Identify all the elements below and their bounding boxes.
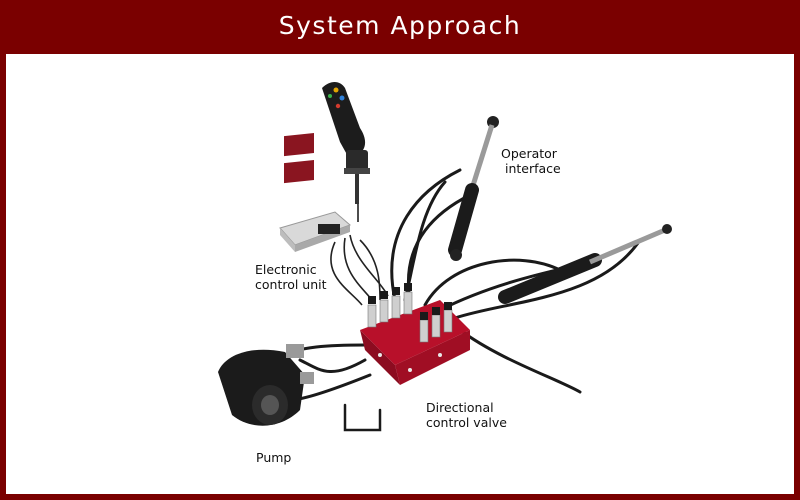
diagram-panel (6, 54, 794, 494)
joystick (322, 82, 370, 204)
label-operator-interface: Operator interface (501, 146, 561, 176)
label-ecu-line1: Electronic (255, 262, 317, 277)
pump (218, 344, 314, 426)
electronic-control-unit (279, 211, 351, 252)
hydraulic-cylinder-upright (448, 116, 499, 261)
hoses (288, 168, 642, 432)
brand-cards (284, 132, 314, 184)
label-ecu-line2: control unit (255, 277, 327, 292)
page-title: System Approach (278, 10, 522, 40)
label-operator-interface-line2: interface (505, 161, 561, 176)
label-directional-control-valve: Directional control valve (426, 400, 507, 430)
cables (330, 169, 389, 306)
title-bar: System Approach (0, 0, 800, 50)
hydraulic-cylinder-long (498, 224, 672, 304)
label-pump: Pump (256, 450, 292, 465)
directional-control-valve (360, 283, 470, 385)
label-operator-interface-line1: Operator (501, 146, 557, 161)
label-dcv-line2: control valve (426, 415, 507, 430)
label-dcv-line1: Directional (426, 400, 494, 415)
label-electronic-control-unit: Electronic control unit (255, 262, 327, 292)
system-illustration (218, 82, 672, 432)
